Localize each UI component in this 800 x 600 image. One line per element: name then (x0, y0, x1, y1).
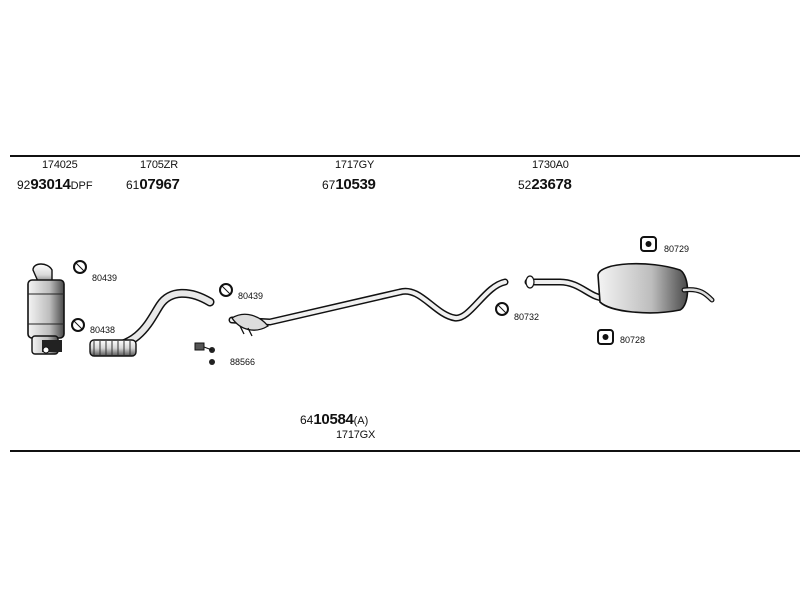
rubber-mount-icon-80729 (640, 236, 657, 252)
part-number-1-suffix: DPF (70, 180, 93, 192)
part-code-2: 1705ZR (140, 159, 178, 171)
clip-label-88566: 88566 (230, 357, 256, 367)
part-code-1: 174025 (42, 159, 78, 171)
part-number-5: 6410584(A) (300, 412, 368, 427)
front-flex-pipe (89, 288, 215, 357)
clip-label-80439-a: 80439 (92, 273, 118, 283)
part-number-2-main: 07967 (139, 176, 180, 193)
part-code-5: 1717GX (336, 429, 376, 441)
clip-label-80728: 80728 (620, 335, 646, 345)
clamp-icon-80438 (71, 318, 85, 332)
clip-label-80438: 80438 (90, 325, 116, 335)
part-number-1-prefix: 92 (17, 178, 31, 192)
part-number-5-main: 10584 (313, 411, 354, 428)
part-code-4: 1730A0 (532, 159, 569, 171)
part-number-3-prefix: 67 (322, 178, 336, 192)
part-number-2-prefix: 61 (126, 178, 140, 192)
part-number-4: 5223678 (518, 177, 572, 192)
middle-pipe (228, 278, 509, 337)
bolt-kit-icon-88566 (194, 342, 215, 365)
rubber-mount-icon-80728 (597, 329, 614, 345)
clamp-icon-80732 (495, 302, 509, 316)
part-number-4-main: 23678 (531, 176, 572, 193)
part-number-1: 9293014DPF (17, 177, 93, 192)
clamp-icon-80439-a (73, 260, 87, 274)
clamp-icon-80439-b (219, 283, 233, 297)
top-divider-line (10, 155, 800, 157)
part-number-5-prefix: 64 (300, 413, 314, 427)
part-code-3: 1717GY (335, 159, 375, 171)
clip-label-80439-b: 80439 (238, 291, 264, 301)
part-number-1-main: 93014 (30, 176, 71, 193)
bottom-divider-line (10, 450, 800, 452)
part-number-4-prefix: 52 (518, 178, 532, 192)
part-number-3: 6710539 (322, 177, 376, 192)
part-number-3-main: 10539 (335, 176, 376, 193)
part-number-5-suffix: (A) (353, 415, 369, 427)
clip-label-80729: 80729 (664, 244, 690, 254)
clip-label-80732: 80732 (514, 312, 540, 322)
dpf-catalytic-converter (27, 263, 65, 355)
part-number-2: 6107967 (126, 177, 180, 192)
rear-muffler (524, 262, 715, 314)
